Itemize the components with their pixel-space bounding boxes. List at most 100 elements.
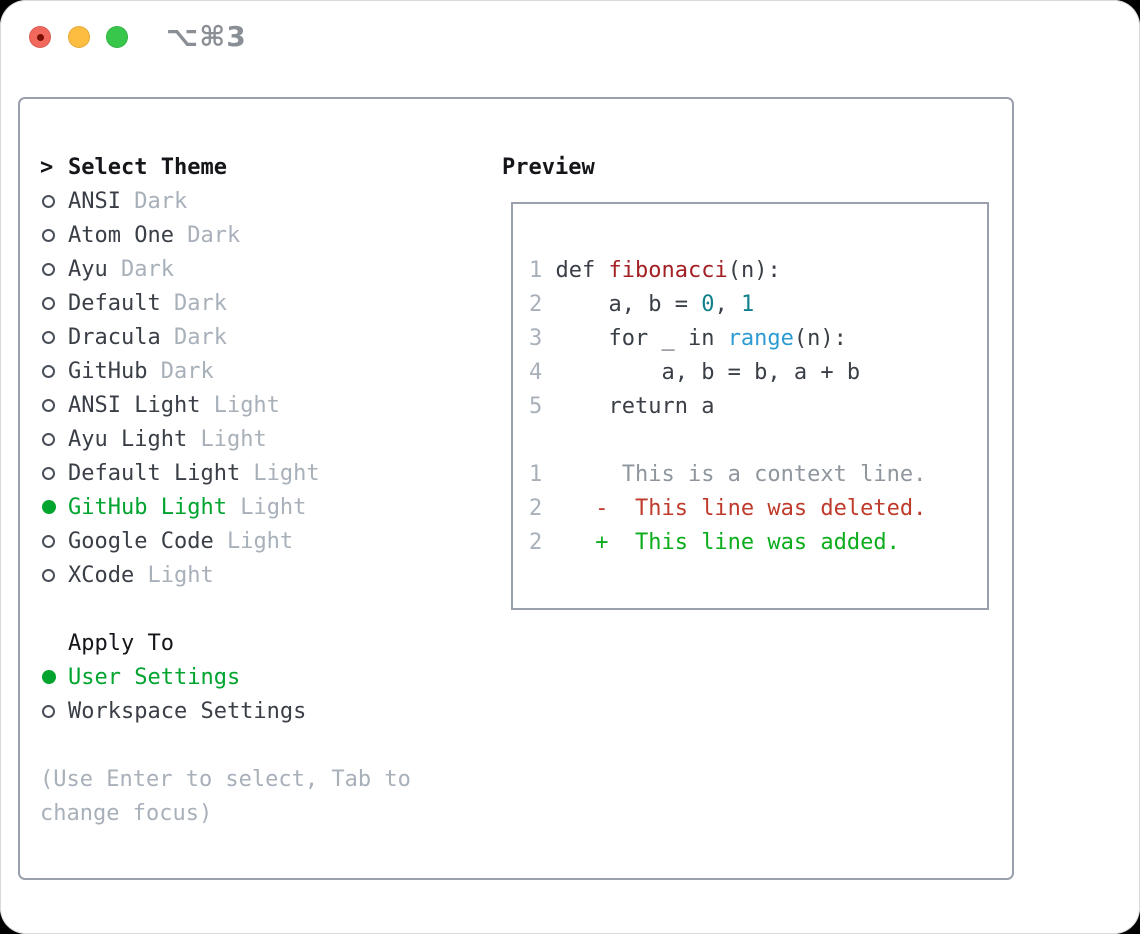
preview-title: Preview [502,154,595,180]
code-segment-deleted: - This line was deleted. [542,495,927,521]
close-dot-icon [36,33,44,41]
code-segment-code: a, b = [542,291,702,317]
line-number: 5 [529,393,543,419]
code-segment-func: fibonacci [608,257,728,283]
theme-option-github[interactable]: GitHub Dark [40,354,320,388]
radio-icon [42,364,55,378]
apply-option-label: Workspace Settings [68,698,307,724]
line-number: 4 [529,359,543,385]
radio-icon [42,398,55,412]
radio-icon [42,228,55,242]
preview-line [529,423,987,457]
preview-line: 2 + This line was added. [529,525,987,559]
code-segment-code: return a [542,393,715,419]
theme-variant: Dark [147,358,214,384]
code-segment-context: This is a context line. [542,461,927,487]
apply-to-header: Apply To [40,626,306,660]
theme-name: XCode [68,562,135,588]
code-segment-code: (n): [793,325,847,351]
preview-line: 5 return a [529,389,987,423]
radio-icon [42,194,55,208]
apply-to-title: Apply To [68,630,174,656]
code-segment-code: def [542,257,609,283]
theme-option-ansi[interactable]: ANSI Dark [40,184,320,218]
theme-option-google-code[interactable]: Google Code Light [40,524,320,558]
theme-variant: Light [134,562,214,588]
help-text: (Use Enter to select, Tab to change focu… [40,762,411,830]
radio-icon [42,568,55,582]
theme-option-ayu[interactable]: Ayu Dark [40,252,320,286]
code-segment-builtin: range [727,325,794,351]
preview-line: 3 for _ in range(n): [529,321,987,355]
code-segment-code: for _ in [542,325,728,351]
theme-option-atom-one[interactable]: Atom One Dark [40,218,320,252]
theme-variant: Light [187,426,267,452]
theme-name: Ayu [68,256,108,282]
theme-list-header: > Select Theme [40,150,320,184]
theme-variant: Dark [120,188,188,214]
zoom-button[interactable] [106,26,128,48]
window-shortcut-label: ⌥⌘3 [166,20,247,53]
line-number: 1 [529,461,543,487]
theme-name: GitHub Light [68,494,227,520]
theme-option-github-light[interactable]: GitHub Light Light [40,490,320,524]
radio-icon [42,330,55,344]
radio-icon [42,432,55,446]
help-line: (Use Enter to select, Tab to [40,766,411,792]
theme-variant: Dark [160,324,227,350]
theme-variant: Dark [107,256,174,282]
theme-option-default[interactable]: Default Dark [40,286,320,320]
line-number: 2 [529,291,543,317]
theme-list-title: Select Theme [68,154,227,180]
theme-variant: Light [213,528,294,554]
theme-variant: Dark [160,290,227,316]
radio-icon [42,466,55,480]
apply-option-workspace-settings[interactable]: Workspace Settings [40,694,306,728]
radio-selected-icon [42,500,56,514]
apply-option-user-settings[interactable]: User Settings [40,660,306,694]
minimize-button[interactable] [68,26,90,48]
theme-variant: Dark [173,222,241,248]
help-line: change focus) [40,800,213,826]
line-number: 2 [529,495,543,521]
radio-icon [42,262,55,276]
code-segment-code: a, b = b, a + b [542,359,861,385]
theme-name: Dracula [68,324,161,350]
line-number: 1 [529,257,543,283]
theme-name: Google Code [68,528,214,554]
preview-line: 4 a, b = b, a + b [529,355,987,389]
apply-option-label: User Settings [68,664,241,690]
code-segment-code: (n): [727,257,781,283]
code-segment-number: 0 [701,291,715,317]
radio-icon [42,704,55,718]
preview-line: 1 This is a context line. [529,457,987,491]
theme-name: Default [68,290,161,316]
close-button[interactable] [29,26,51,48]
preview-line: 1 def fibonacci(n): [529,253,987,287]
code-segment-number: 1 [740,291,755,317]
theme-variant: Light [240,460,320,486]
cursor-icon: > [40,154,54,180]
line-number: 2 [529,529,543,555]
theme-name: ANSI [68,188,121,214]
theme-option-ayu-light[interactable]: Ayu Light Light [40,422,320,456]
preview-line: 2 - This line was deleted. [529,491,987,525]
theme-name: Atom One [68,222,174,248]
theme-variant: Light [226,494,307,520]
theme-name: Default Light [68,460,241,486]
code-segment-added: + This line was added. [542,529,900,555]
radio-icon [42,534,55,548]
theme-variant: Light [200,392,280,418]
theme-name: ANSI Light [68,392,201,418]
theme-option-default-light[interactable]: Default Light Light [40,456,320,490]
line-number: 3 [529,325,543,351]
theme-option-ansi-light[interactable]: ANSI Light Light [40,388,320,422]
theme-name: GitHub [68,358,148,384]
theme-option-dracula[interactable]: Dracula Dark [40,320,320,354]
theme-option-xcode[interactable]: XCode Light [40,558,320,592]
